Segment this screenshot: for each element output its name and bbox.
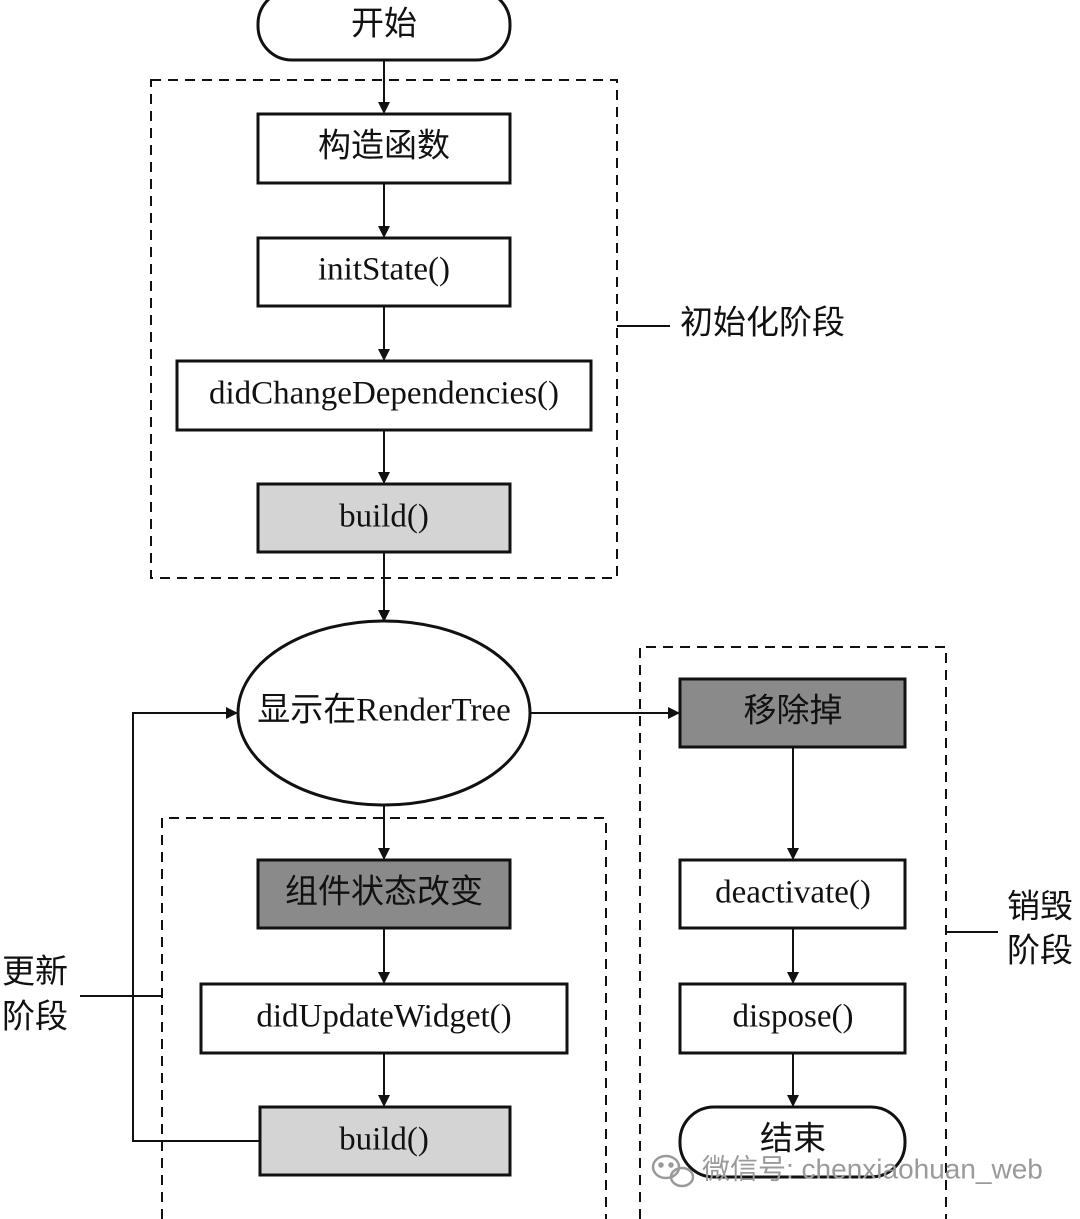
didupdatewidget-box <box>199 982 569 1055</box>
update-stage-label-line1: 更新 <box>2 954 68 991</box>
build-update-box <box>258 1105 512 1177</box>
end-label: 结束 <box>760 1121 826 1158</box>
deactivate-box <box>678 858 907 930</box>
destroy-stage-label-line2: 阶段 <box>1007 933 1073 970</box>
start-label: 开始 <box>351 6 417 43</box>
watermark-text: 微信号: chenxiaohuan_web <box>702 1153 1043 1184</box>
watermark: 微信号: chenxiaohuan_web <box>651 1153 1043 1188</box>
remove-label: 移除掉 <box>744 693 843 730</box>
build-update-label: build() <box>339 1122 429 1158</box>
init-stage-label: 初始化阶段 <box>680 305 845 342</box>
dispose-box <box>678 982 907 1055</box>
start-terminal <box>256 0 512 62</box>
statechange-box <box>256 858 512 930</box>
constructor-label: 构造函数 <box>318 128 450 165</box>
destroy-stage-label-line1: 销毁 <box>1007 889 1073 926</box>
constructor-box <box>256 112 512 185</box>
dispose-label: dispose() <box>733 999 854 1035</box>
update-stage-box <box>161 817 607 1219</box>
rendertree-ellipse <box>236 619 532 807</box>
initstate-label: initState() <box>318 252 450 288</box>
initstate-box <box>256 236 512 308</box>
build-init-label: build() <box>339 499 429 535</box>
didupdatewidget-label: didUpdateWidget() <box>256 999 511 1035</box>
didchangedependencies-box <box>175 359 593 432</box>
statechange-label: 组件状态改变 <box>285 874 483 911</box>
end-terminal <box>678 1105 907 1179</box>
wechat-icon <box>651 1154 695 1188</box>
deactivate-label: deactivate() <box>715 875 871 911</box>
update-stage-label-line2: 阶段 <box>2 999 68 1036</box>
didchangedependencies-label: didChangeDependencies() <box>209 376 559 412</box>
rendertree-label: 显示在RenderTree <box>257 692 511 729</box>
arrow-build-loop-back <box>132 707 260 1142</box>
remove-box <box>678 677 907 749</box>
build-init-box <box>256 482 512 554</box>
